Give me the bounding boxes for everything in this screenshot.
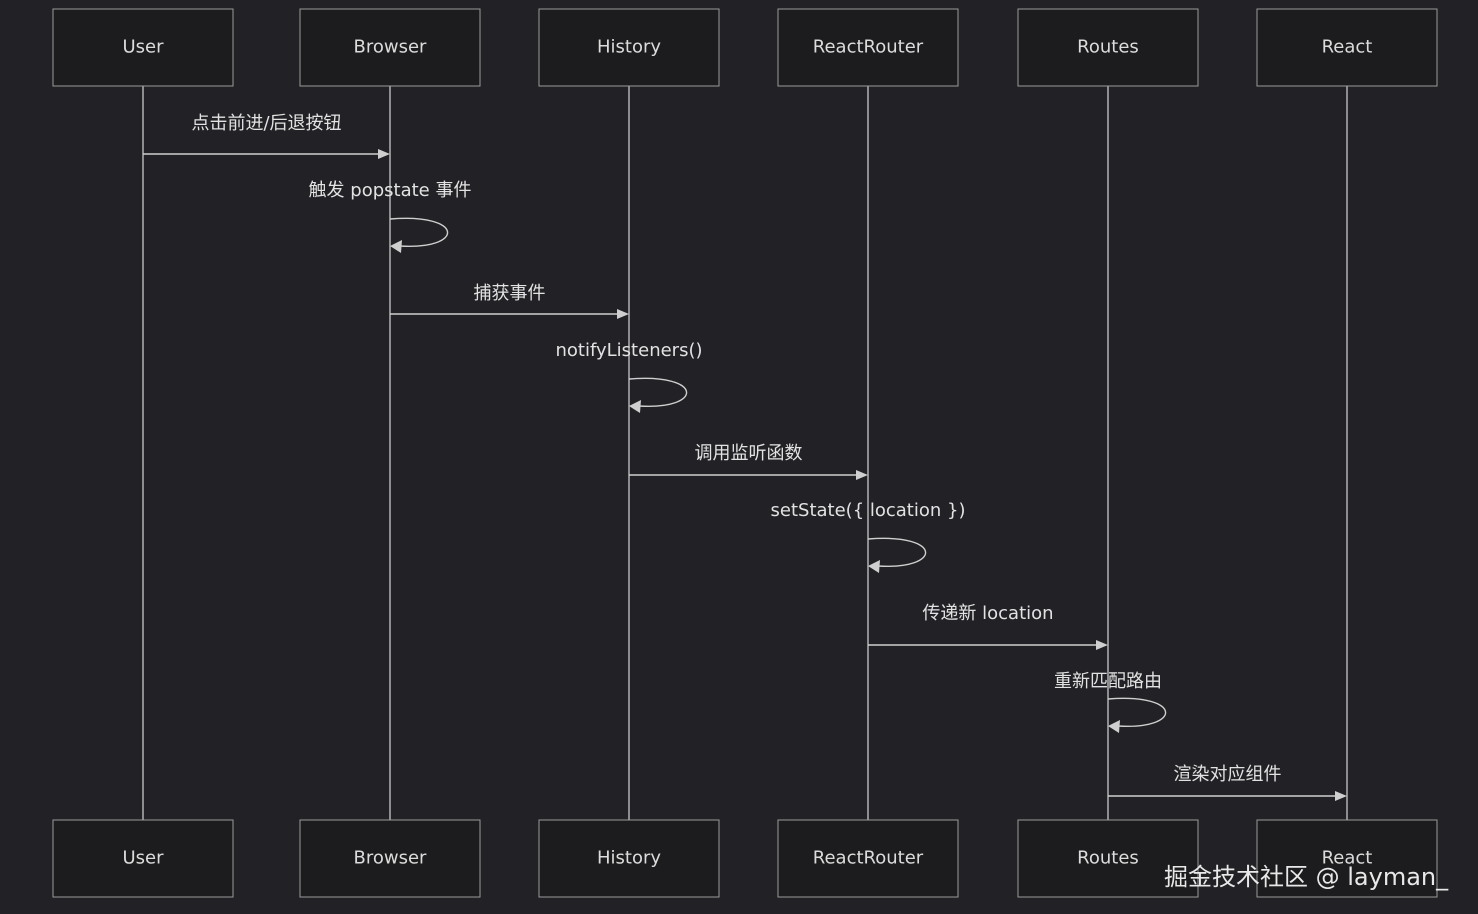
message-label: 渲染对应组件 [1174,764,1282,785]
watermark: 掘金技术社区 @ layman_ [1164,863,1449,891]
actor-box [777,8,959,87]
actor-bottom-user: User [52,819,234,898]
actor-label: History [597,848,661,869]
message-3: 捕获事件 [390,283,629,319]
message-label: setState({ location }) [771,500,966,521]
actor-bottom-react: React [1256,819,1438,898]
actor-bottom-routes: Routes [1017,819,1199,898]
actor-top-history: History [538,8,720,87]
message-7: 传递新 location [868,603,1108,650]
message-label: 点击前进/后退按钮 [191,113,341,134]
message-9: 渲染对应组件 [1108,764,1347,801]
actors-bottom: User Browser History ReactRouter Routes React [52,819,1438,898]
arrowhead [868,560,880,573]
message-8: 重新匹配路由 [1054,671,1167,733]
arrowhead [1096,640,1108,650]
actor-top-reactrouter: ReactRouter [777,8,959,87]
self-message-loop [867,537,927,567]
self-message-loop [1107,697,1167,727]
message-6: setState({ location }) [771,500,966,573]
actor-box [299,8,481,87]
lifelines [142,86,1348,820]
actor-box [299,819,481,898]
actor-box [52,819,234,898]
actors-top: User Browser History ReactRouter Routes React [52,8,1438,87]
message-label: 重新匹配路由 [1054,671,1162,692]
message-label: notifyListeners() [556,340,703,361]
message-label: 捕获事件 [474,283,546,304]
actor-label: React [1322,848,1373,869]
arrowhead [390,240,402,253]
arrowhead [856,470,868,480]
actor-box [1256,819,1438,898]
message-label: 传递新 location [922,603,1053,624]
self-message-loop [389,217,449,247]
actor-box [538,819,720,898]
actor-label: Routes [1077,848,1139,869]
actor-top-react: React [1256,8,1438,87]
actor-top-user: User [52,8,234,87]
arrowhead [1335,791,1347,801]
actor-box [1017,819,1199,898]
self-message-loop [628,377,688,407]
message-2: 触发 popstate 事件 [309,180,472,253]
actor-label: History [597,37,661,58]
arrowhead [1108,720,1120,733]
actor-box [1256,8,1438,87]
message-label: 调用监听函数 [695,443,803,464]
actor-bottom-reactrouter: ReactRouter [777,819,959,898]
actor-bottom-browser: Browser [299,819,481,898]
message-1: 点击前进/后退按钮 [143,113,390,159]
actor-bottom-history: History [538,819,720,898]
arrowhead [378,149,390,159]
message-label: 触发 popstate 事件 [309,180,472,201]
arrowhead [617,309,629,319]
actor-label: ReactRouter [813,848,924,869]
message-5: 调用监听函数 [629,443,868,480]
actor-label: Browser [354,37,428,58]
actor-label: Routes [1077,37,1139,58]
actor-box [538,8,720,87]
message-4: notifyListeners() [556,340,703,413]
actor-label: ReactRouter [813,37,924,58]
actor-box [52,8,234,87]
actor-label: React [1322,37,1373,58]
actor-box [1017,8,1199,87]
actor-label: User [122,848,164,869]
actor-top-browser: Browser [299,8,481,87]
actor-box [777,819,959,898]
actor-top-routes: Routes [1017,8,1199,87]
actor-label: User [122,37,164,58]
actor-label: Browser [354,848,428,869]
arrowhead [629,400,641,413]
